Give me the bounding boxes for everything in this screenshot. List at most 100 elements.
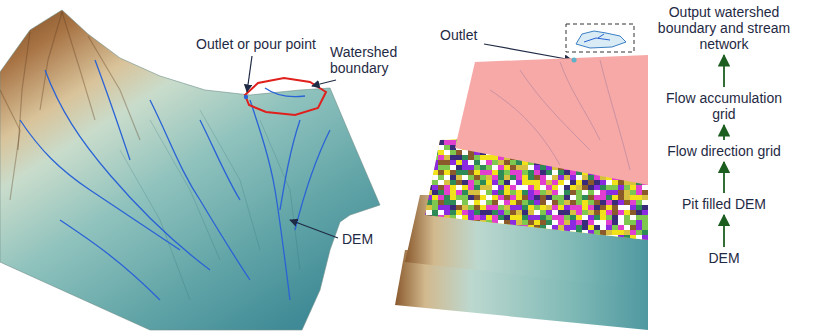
direction-cell: [630, 190, 636, 195]
direction-cell: [648, 185, 654, 190]
direction-cell: [534, 210, 540, 215]
direction-cell: [576, 180, 582, 185]
direction-cell: [582, 190, 588, 195]
direction-cell: [444, 180, 450, 185]
direction-cell: [444, 165, 450, 170]
direction-cell: [462, 245, 468, 250]
direction-cell: [648, 210, 654, 215]
direction-cell: [522, 180, 528, 185]
direction-cell: [552, 170, 558, 175]
direction-cell: [510, 170, 516, 175]
direction-cell: [432, 230, 438, 235]
direction-cell: [420, 145, 426, 150]
direction-cell: [606, 185, 612, 190]
direction-cell: [498, 205, 504, 210]
direction-cell: [540, 190, 546, 195]
direction-cell: [426, 160, 432, 165]
direction-cell: [606, 230, 612, 235]
direction-cell: [450, 205, 456, 210]
direction-cell: [450, 155, 456, 160]
direction-cell: [516, 235, 522, 240]
direction-cell: [492, 225, 498, 230]
direction-cell: [606, 215, 612, 220]
direction-cell: [552, 175, 558, 180]
direction-cell: [432, 155, 438, 160]
direction-cell: [420, 170, 426, 175]
direction-cell: [552, 245, 558, 250]
direction-cell: [438, 170, 444, 175]
direction-cell: [630, 210, 636, 215]
direction-cell: [582, 215, 588, 220]
direction-cell: [486, 205, 492, 210]
direction-cell: [606, 240, 612, 245]
outlet-point: [244, 95, 248, 99]
direction-cell: [594, 190, 600, 195]
direction-cell: [528, 215, 534, 220]
direction-cell: [498, 200, 504, 205]
direction-cell: [618, 230, 624, 235]
direction-cell: [606, 225, 612, 230]
direction-cell: [636, 200, 642, 205]
direction-cell: [612, 200, 618, 205]
direction-cell: [630, 225, 636, 230]
direction-cell: [450, 185, 456, 190]
direction-cell: [642, 220, 648, 225]
direction-cell: [564, 170, 570, 175]
direction-cell: [492, 210, 498, 215]
direction-cell: [558, 190, 564, 195]
direction-cell: [630, 230, 636, 235]
label-text: DEM: [342, 231, 373, 247]
direction-cell: [450, 230, 456, 235]
direction-cell: [612, 190, 618, 195]
direction-cell: [522, 215, 528, 220]
direction-cell: [420, 140, 426, 145]
direction-cell: [636, 215, 642, 220]
direction-cell: [600, 235, 606, 240]
direction-cell: [564, 180, 570, 185]
direction-cell: [546, 225, 552, 230]
direction-cell: [474, 160, 480, 165]
direction-cell: [492, 245, 498, 250]
direction-cell: [522, 205, 528, 210]
direction-cell: [582, 200, 588, 205]
direction-cell: [642, 235, 648, 240]
direction-cell: [432, 160, 438, 165]
direction-cell: [546, 220, 552, 225]
direction-cell: [606, 210, 612, 215]
direction-cell: [474, 220, 480, 225]
direction-cell: [546, 180, 552, 185]
direction-cell: [612, 245, 618, 250]
direction-cell: [630, 195, 636, 200]
direction-cell: [426, 185, 432, 190]
direction-cell: [528, 210, 534, 215]
direction-cell: [648, 160, 654, 165]
direction-cell: [600, 190, 606, 195]
direction-cell: [522, 200, 528, 205]
direction-cell: [426, 195, 432, 200]
direction-cell: [600, 215, 606, 220]
callout-label: Outlet or pour point: [196, 36, 316, 52]
direction-cell: [438, 225, 444, 230]
direction-cell: [540, 220, 546, 225]
direction-cell: [618, 180, 624, 185]
direction-cell: [474, 215, 480, 220]
direction-cell: [480, 160, 486, 165]
direction-cell: [438, 205, 444, 210]
direction-cell: [624, 235, 630, 240]
direction-cell: [642, 200, 648, 205]
direction-cell: [516, 215, 522, 220]
direction-cell: [438, 150, 444, 155]
step-text: Output watershed boundary and stream net…: [658, 4, 790, 52]
direction-cell: [438, 200, 444, 205]
direction-cell: [582, 245, 588, 250]
direction-cell: [636, 225, 642, 230]
direction-cell: [456, 210, 462, 215]
direction-cell: [630, 215, 636, 220]
direction-cell: [438, 230, 444, 235]
direction-cell: [564, 205, 570, 210]
direction-cell: [510, 200, 516, 205]
direction-cell: [438, 130, 444, 135]
direction-cell: [528, 165, 534, 170]
direction-cell: [636, 195, 642, 200]
direction-cell: [426, 245, 432, 250]
